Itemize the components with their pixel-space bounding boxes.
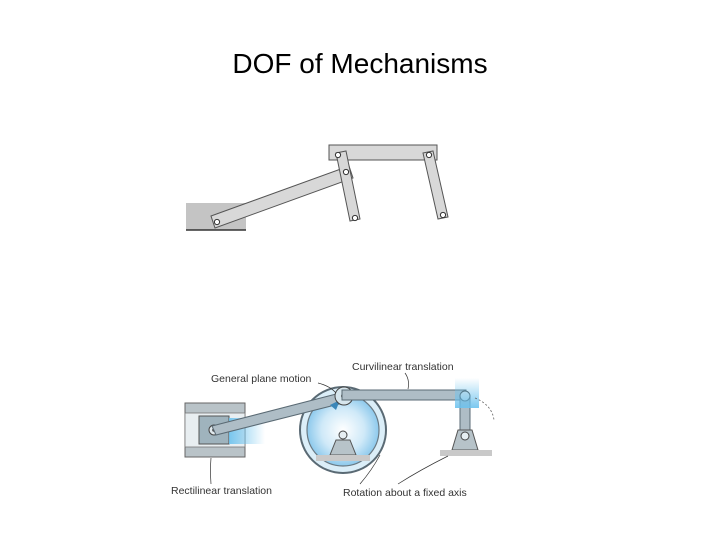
four-bar-linkage-diagram bbox=[186, 144, 449, 231]
label-general-plane-motion: General plane motion bbox=[211, 373, 312, 385]
rocker-ground bbox=[440, 450, 492, 456]
pin-top-left bbox=[334, 151, 342, 159]
label-rotation-fixed-axis: Rotation about a fixed axis bbox=[343, 487, 467, 499]
leader-curvilinear bbox=[404, 372, 409, 390]
pin-right-bottom bbox=[439, 211, 447, 219]
pin-left-bottom bbox=[351, 214, 359, 222]
leader-rotation-2 bbox=[397, 455, 449, 485]
rocker-motion-blur bbox=[455, 378, 479, 408]
coupler-bar bbox=[341, 389, 467, 401]
slide-title: DOF of Mechanisms bbox=[232, 48, 488, 79]
leader-general-plane bbox=[317, 382, 337, 394]
link-left-vertical bbox=[335, 150, 361, 222]
label-rectilinear-translation: Rectilinear translation bbox=[171, 485, 272, 497]
rocker-swing-arc bbox=[474, 397, 495, 421]
rocker-bottom-pin bbox=[460, 431, 470, 441]
wheel-ground bbox=[316, 455, 370, 461]
leader-rotation-1 bbox=[359, 454, 381, 485]
motion-types-diagram: General plane motion Curvilinear transla… bbox=[171, 361, 495, 499]
link-right-vertical bbox=[422, 150, 449, 220]
pin-diagonal-end bbox=[342, 168, 350, 176]
leader-rectilinear bbox=[210, 457, 212, 485]
link-diagonal bbox=[210, 165, 354, 229]
label-curvilinear-translation: Curvilinear translation bbox=[352, 361, 454, 373]
pin-top-right bbox=[425, 151, 433, 159]
pin-ground bbox=[213, 218, 221, 226]
wheel-center-pin bbox=[338, 430, 348, 440]
link-top bbox=[328, 144, 438, 161]
